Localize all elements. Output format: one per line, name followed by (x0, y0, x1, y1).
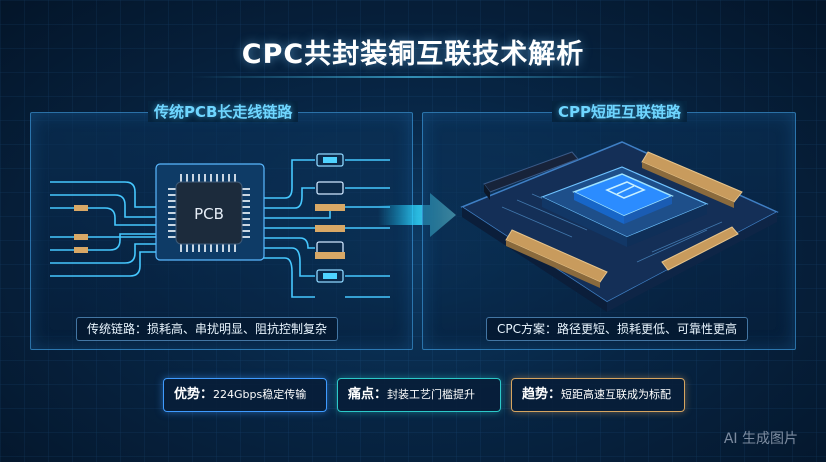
trend-badge: 趋势：短距高速互联成为标配 (511, 378, 685, 412)
die-logo-icon (605, 181, 646, 199)
chip-icon (175, 181, 243, 245)
pain-point-badge: 痛点：封装工艺门槛提升 (337, 378, 501, 412)
pcb-traces-diagram: PCB (50, 153, 390, 298)
advantage-label: 优势： (174, 387, 214, 402)
bottom-left-connector (505, 229, 608, 288)
pain-text: 封装工艺门槛提升 (387, 388, 476, 401)
bottom-right-connector (661, 226, 739, 271)
advantage-badge: 优势：224Gbps稳定传输 (163, 378, 327, 412)
left-panel-title: 传统PCB长走线链路 (148, 101, 299, 122)
chip-label: PCB (194, 205, 224, 223)
left-caption: 传统链路：损耗高、串扰明显、阻抗控制复杂 (76, 317, 339, 341)
trend-label: 趋势： (522, 387, 562, 402)
left-resistors (74, 205, 88, 253)
left-connector (483, 151, 579, 200)
right-panel-title: CPP短距互联链路 (552, 101, 687, 122)
cpc-package-illustration (460, 141, 779, 312)
right-components (315, 153, 345, 283)
page-title: CPC共封装铜互联技术解析 (241, 39, 585, 70)
title-underline (190, 76, 636, 78)
advantage-text: 224Gbps稳定传输 (213, 388, 307, 401)
trend-text: 短距高速互联成为标配 (561, 388, 672, 401)
top-right-connector (641, 151, 743, 208)
pain-label: 痛点： (348, 387, 388, 402)
right-traces (262, 159, 390, 298)
left-traces (50, 181, 158, 277)
watermark: AI 生成图片 (723, 431, 798, 447)
chip-pins (168, 174, 250, 252)
right-caption: CPC方案：路径更短、损耗更低、可靠性更高 (486, 317, 748, 341)
